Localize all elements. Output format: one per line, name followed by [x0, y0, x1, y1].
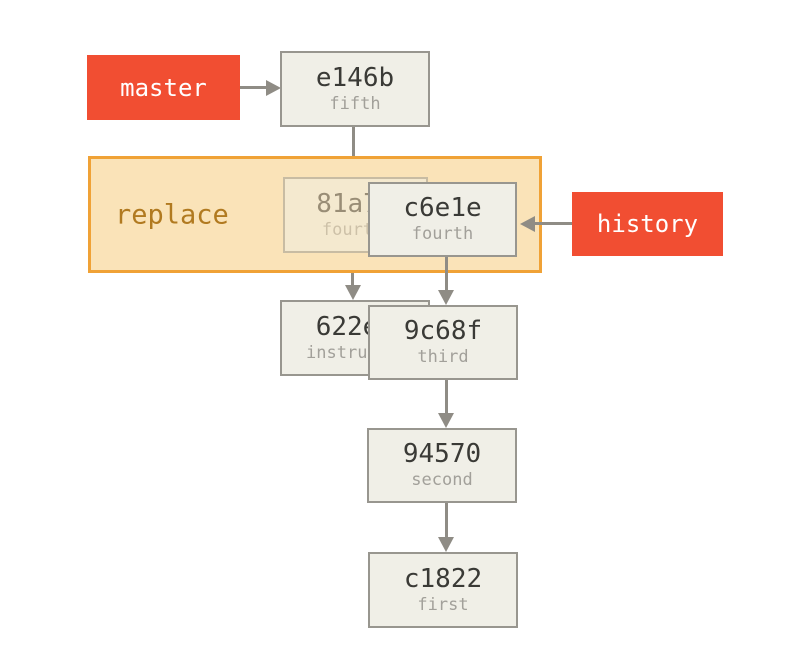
replace-region-label: replace — [115, 199, 229, 230]
commit-message: fourth — [411, 224, 474, 245]
commit-id: c1822 — [403, 563, 483, 594]
commit-id: e146b — [315, 62, 395, 93]
branch-label-history: history — [572, 192, 723, 256]
commit-message: third — [417, 347, 469, 368]
arrow-line-history-to-c6e1e — [535, 222, 572, 225]
commit-box-9c68f: 9c68f third — [368, 305, 518, 380]
connector-e146b-to-replace-region — [352, 127, 355, 156]
commit-id: 622e — [315, 311, 379, 342]
commit-message: second — [411, 470, 473, 491]
branch-label-master: master — [87, 55, 240, 120]
commit-box-e146b: e146b fifth — [280, 51, 430, 127]
commit-id: c6e1e — [403, 193, 482, 223]
arrow-line-master-to-e146b — [240, 86, 267, 89]
commit-id: 94570 — [402, 439, 482, 469]
commit-box-c6e1e: c6e1e fourth — [368, 182, 517, 257]
commit-message: instruct — [306, 342, 388, 363]
commit-box-94570: 94570 second — [367, 428, 517, 503]
arrow-line-c6e1e-to-9c68f — [445, 257, 448, 291]
commit-message: fourt — [321, 219, 374, 240]
arrow-head-94570-to-c1822 — [438, 537, 454, 552]
commit-message: first — [417, 594, 469, 615]
arrow-line-94570-to-c1822 — [445, 503, 448, 538]
arrow-head-master-to-e146b — [266, 80, 281, 96]
arrow-line-9c68f-to-94570 — [445, 380, 448, 414]
arrow-head-region-to-622e — [345, 285, 361, 300]
commit-box-c1822: c1822 first — [368, 552, 518, 628]
commit-id: 9c68f — [403, 316, 483, 346]
arrow-line-region-to-622e — [351, 273, 354, 287]
arrow-head-history-to-c6e1e — [520, 216, 535, 232]
arrow-head-c6e1e-to-9c68f — [438, 290, 454, 305]
commit-message: fifth — [329, 93, 381, 114]
arrow-head-9c68f-to-94570 — [438, 413, 454, 428]
